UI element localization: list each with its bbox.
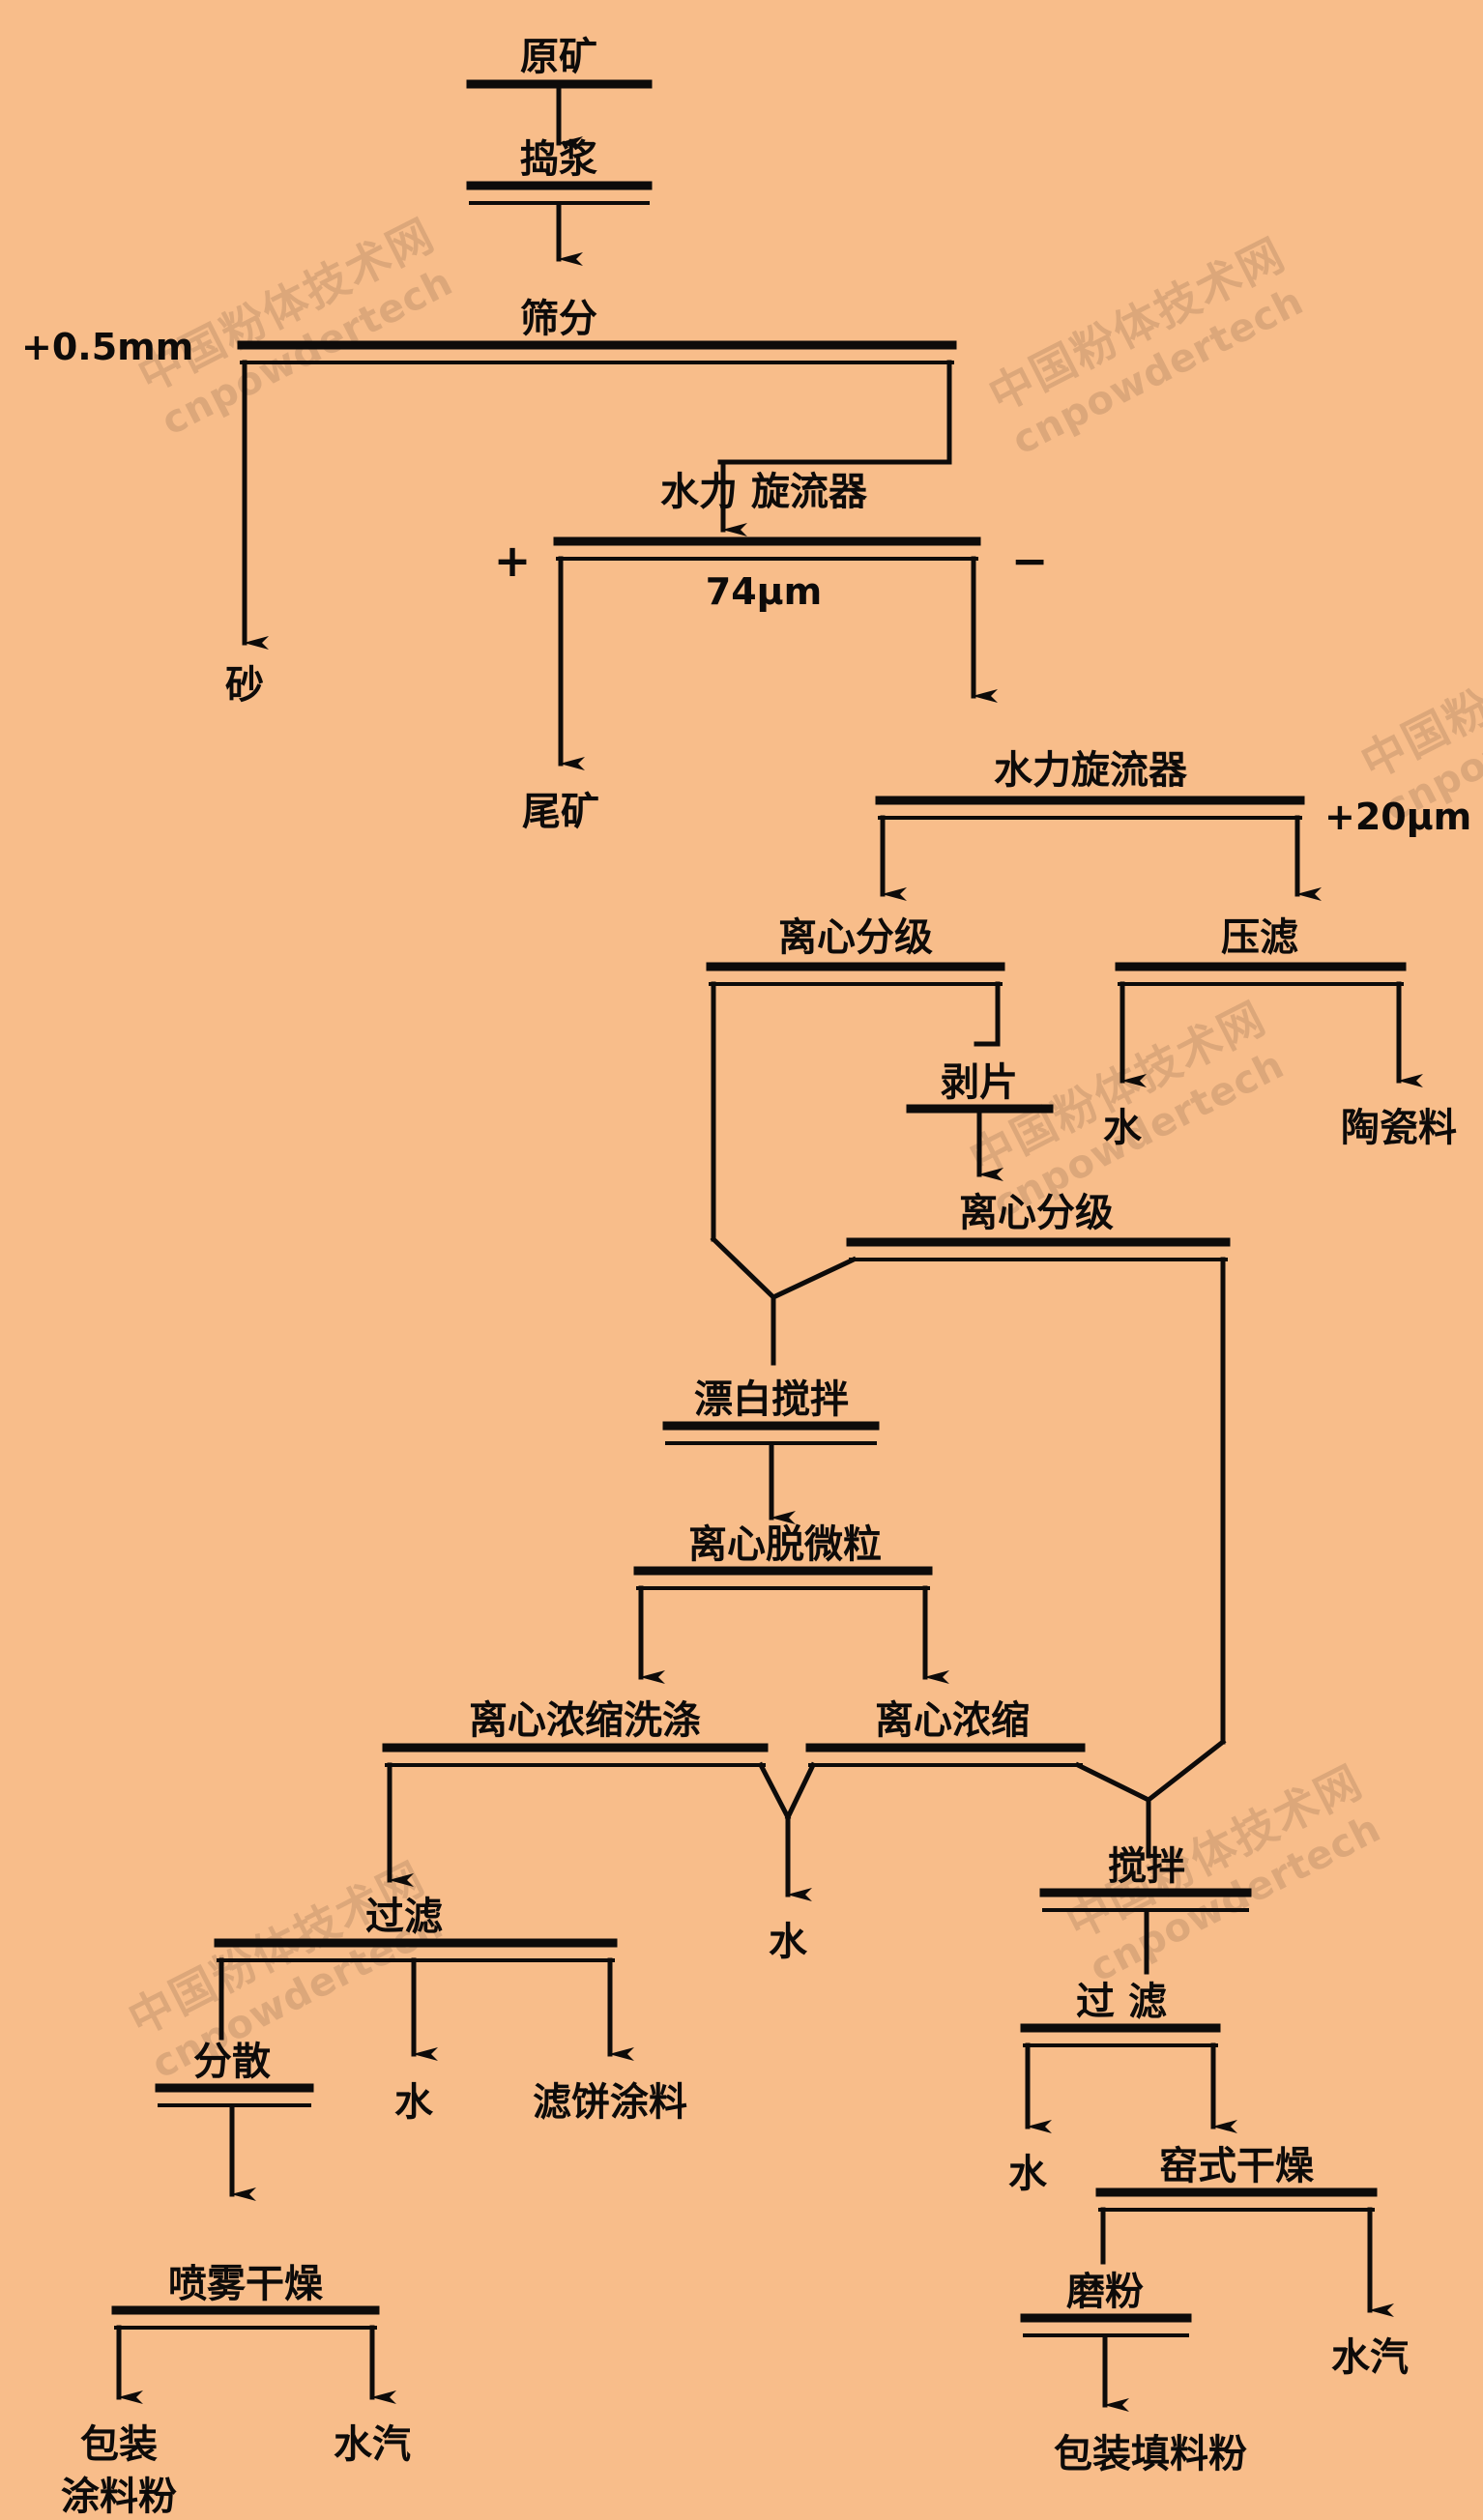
node-shui-4: 水 bbox=[1008, 2152, 1048, 2196]
node-yalv: 压滤 bbox=[1221, 915, 1298, 960]
edge-lixinfenji2-piaobai-d bbox=[770, 1256, 858, 1301]
node-taociliao: 陶瓷料 bbox=[1341, 1106, 1457, 1150]
node-tuliaofen: 涂料粉 bbox=[61, 2475, 177, 2519]
edge-lixinfenji2-jiaoban-d bbox=[1145, 1738, 1227, 1804]
edge-label-plus20um: +20μm bbox=[1324, 796, 1471, 838]
node-baozhuangtianliaofen: 包装填料粉 bbox=[1054, 2432, 1247, 2477]
node-shuilixuanliuqi-1: 水力 旋流器 bbox=[660, 470, 868, 514]
node-piaobaijiaoban: 漂白搅拌 bbox=[694, 1377, 849, 1422]
node-shui-3: 水 bbox=[394, 2080, 434, 2125]
node-bopian: 剥片 bbox=[941, 1060, 1018, 1105]
node-shuilixuanliuqi-2: 水力旋流器 bbox=[994, 748, 1188, 793]
node-jiaoban: 搅拌 bbox=[1108, 1844, 1185, 1889]
node-fensan: 分散 bbox=[193, 2040, 271, 2084]
node-guolv-2: 过 滤 bbox=[1076, 1980, 1167, 2024]
node-shui-2: 水 bbox=[769, 1920, 808, 1964]
edge-nongsuoxidi-shui-d bbox=[757, 1761, 792, 1821]
node-lixinnongsuo: 离心浓缩 bbox=[875, 1698, 1030, 1743]
node-mofen: 磨粉 bbox=[1066, 2270, 1144, 2314]
node-penwuganzao: 喷雾干燥 bbox=[168, 2262, 324, 2306]
edge-nongsuo-shui-d bbox=[784, 1761, 817, 1821]
node-lixinnongsuoxidi: 离心浓缩洗涤 bbox=[469, 1698, 701, 1743]
edge-label-minus: − bbox=[1011, 535, 1049, 587]
edge-label-plus: + bbox=[494, 535, 532, 587]
edge-label-plus05mm: +0.5mm bbox=[21, 326, 193, 368]
node-yaoshiganzao: 窑式干燥 bbox=[1159, 2144, 1315, 2188]
node-weikuang: 尾矿 bbox=[522, 790, 599, 834]
node-shuiqi-1: 水汽 bbox=[334, 2422, 411, 2467]
node-lixintuoweili: 离心脱微粒 bbox=[688, 1522, 882, 1567]
edge-nongsuo-jiaoban-d bbox=[1074, 1761, 1152, 1804]
node-guolv-1: 过滤 bbox=[365, 1895, 443, 1939]
edge-lixinfenji1-piaobai-d bbox=[710, 1235, 777, 1301]
node-yuankuang: 原矿 bbox=[520, 35, 597, 79]
edge-label-74um: 74μm bbox=[706, 570, 822, 613]
node-daojiang: 捣浆 bbox=[520, 137, 597, 182]
node-lvbingtuliao: 滤饼涂料 bbox=[533, 2080, 687, 2125]
node-lixinfenji-2: 离心分级 bbox=[959, 1191, 1114, 1235]
node-shuiqi-2: 水汽 bbox=[1331, 2335, 1409, 2380]
node-shaifen: 筛分 bbox=[520, 297, 597, 341]
node-shui-1: 水 bbox=[1103, 1106, 1143, 1150]
node-baozhuang: 包装 bbox=[80, 2422, 158, 2467]
node-sha: 砂 bbox=[225, 663, 264, 708]
node-lixinfenji-1: 离心分级 bbox=[778, 915, 933, 960]
